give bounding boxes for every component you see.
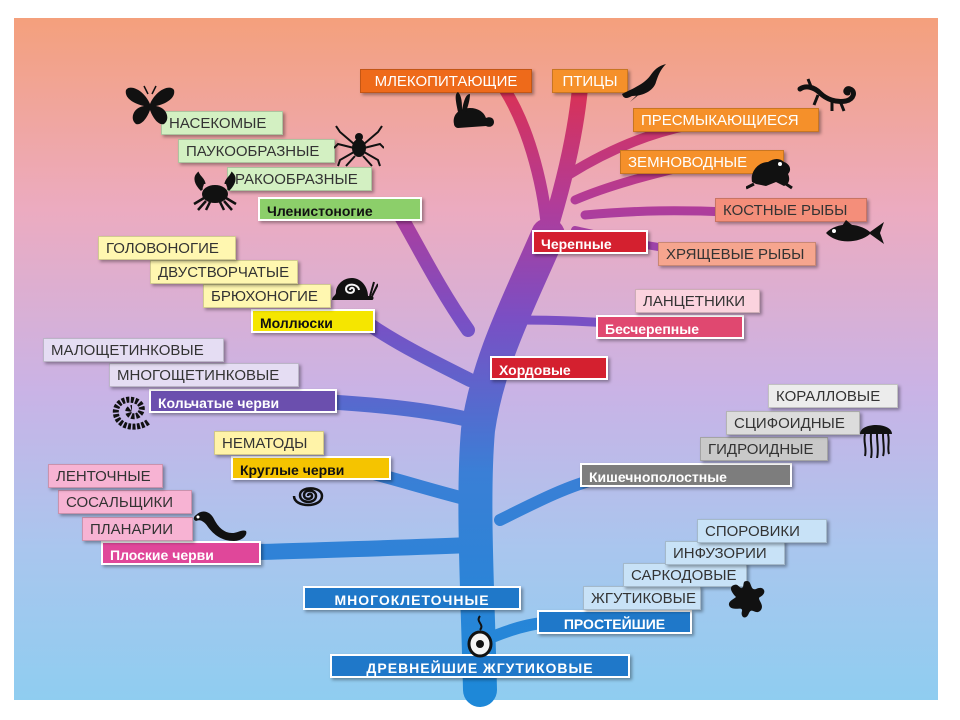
label-acrania: Бесчерепные: [596, 315, 744, 339]
spider-icon: [334, 125, 384, 167]
annelid-icon: [112, 396, 150, 430]
label-mammals: МЛЕКОПИТАЮЩИЕ: [360, 69, 532, 93]
frog-icon: [746, 159, 793, 190]
label-crustaceans: РАКООБРАЗНЫЕ: [227, 167, 372, 191]
fish-icon: [826, 220, 884, 244]
label-protozoa: ПРОСТЕЙШИЕ: [537, 610, 692, 634]
crab-icon: [193, 171, 237, 211]
label-oligochaetes: МАЛОЩЕТИНКОВЫЕ: [43, 338, 224, 362]
amoeba-icon: [728, 581, 765, 618]
label-arthropods: Членистоногие: [258, 197, 422, 221]
label-annelids: Кольчатые черви: [149, 389, 337, 413]
label-coelenterates: Кишечнополостные: [580, 463, 792, 487]
label-cartilaginous: ХРЯЩЕВЫЕ РЫБЫ: [658, 242, 816, 266]
bird-icon: [622, 64, 666, 102]
label-multicellular: МНОГОКЛЕТОЧНЫЕ: [303, 586, 521, 610]
snail-icon: [332, 278, 378, 300]
euglena-icon: [467, 615, 493, 658]
label-ciliates: ИНФУЗОРИИ: [665, 541, 785, 565]
label-corals: КОРАЛЛОВЫЕ: [768, 384, 898, 408]
label-roundworms: Круглые черви: [231, 456, 391, 480]
label-tapeworms: ЛЕНТОЧНЫЕ: [48, 464, 163, 488]
label-flagellates: ЖГУТИКОВЫЕ: [583, 586, 701, 610]
label-scyphoids: СЦИФОИДНЫЕ: [726, 411, 860, 435]
butterfly-icon: [125, 85, 175, 125]
label-gastropods: БРЮХОНОГИЕ: [203, 284, 331, 308]
label-hydroids: ГИДРОИДНЫЕ: [700, 437, 828, 461]
label-bony: КОСТНЫЕ РЫБЫ: [715, 198, 867, 222]
label-insects: НАСЕКОМЫЕ: [161, 111, 283, 135]
label-flukes: СОСАЛЬЩИКИ: [58, 490, 192, 514]
jellyfish-icon: [860, 425, 892, 458]
flatworm-icon: [193, 511, 247, 541]
label-lancelets: ЛАНЦЕТНИКИ: [635, 289, 760, 313]
label-planaria: ПЛАНАРИИ: [82, 517, 193, 541]
label-birds: ПТИЦЫ: [552, 69, 628, 93]
label-reptiles: ПРЕСМЫКАЮЩИЕСЯ: [633, 108, 819, 132]
label-sporozoa: СПОРОВИКИ: [697, 519, 827, 543]
label-cephalopods: ГОЛОВОНОГИЕ: [98, 236, 236, 260]
lizard-icon: [797, 78, 856, 112]
label-nematodes: НЕМАТОДЫ: [214, 431, 324, 455]
label-sarcodina: САРКОДОВЫЕ: [623, 563, 747, 587]
rabbit-icon: [453, 92, 494, 128]
label-molluscs: Моллюски: [251, 309, 375, 333]
label-arachnids: ПАУКООБРАЗНЫЕ: [178, 139, 335, 163]
roundworm-spiral-icon: [292, 487, 324, 507]
label-polychaetes: МНОГОЩЕТИНКОВЫЕ: [109, 363, 299, 387]
label-chordates: Хордовые: [490, 356, 608, 380]
label-flatworms: Плоские черви: [101, 541, 261, 565]
label-bivalves: ДВУСТВОРЧАТЫЕ: [150, 260, 298, 284]
label-craniates: Черепные: [532, 230, 648, 254]
